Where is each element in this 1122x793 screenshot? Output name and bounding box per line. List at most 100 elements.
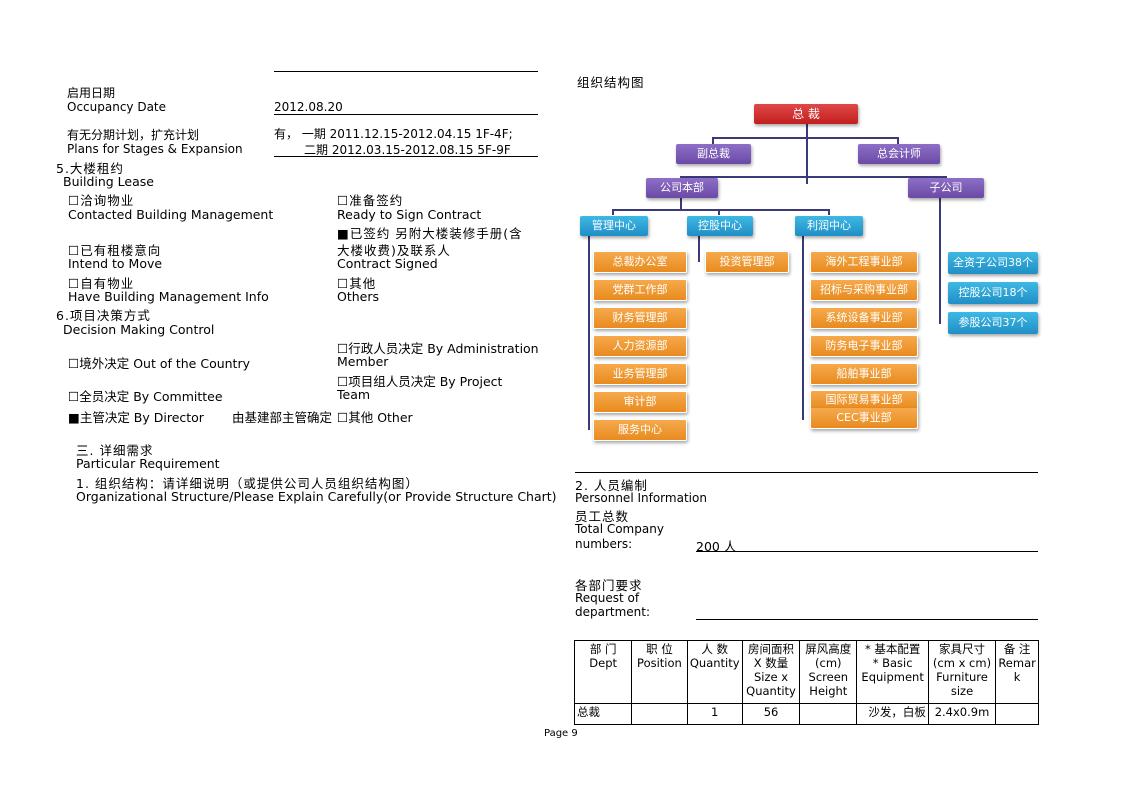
decision-option-director[interactable]: ■主管决定 By Director (68, 410, 204, 425)
occupancy-value: 2012.08.20 (274, 100, 343, 114)
dept-request-label-en1: Request of (575, 591, 640, 605)
org-unit: 财务管理部 (593, 307, 687, 329)
org-unit: 业务管理部 (593, 363, 687, 385)
org-center-holding: 控股中心 (687, 216, 753, 236)
plans-value-line2: 二期 2012.03.15-2012.08.15 5F-9F (304, 143, 511, 157)
org-chart-title: 组织结构图 (577, 75, 645, 90)
decision-option-outside[interactable]: ☐境外决定 Out of the Country (68, 356, 250, 371)
cell-quantity: 1 (686, 703, 743, 725)
plans-value-line1: 有， 一期 2011.12.15-2012.04.15 1F-4F; (274, 127, 513, 141)
org-unit: 海外工程事业部 (810, 251, 918, 273)
org-unit: 审计部 (593, 391, 687, 413)
lease-option-contacted[interactable]: ☐洽询物业 (68, 193, 135, 208)
org-ceo: 总 裁 (754, 104, 858, 124)
lease-option-intend-en: Intend to Move (68, 256, 163, 271)
personnel-heading-en: Personnel Information (575, 491, 707, 505)
personnel-heading-cn: 2. 人员编制 (575, 478, 648, 493)
lease-option-intend[interactable]: ☐已有租楼意向 (68, 243, 162, 258)
decision-heading-en: Decision Making Control (63, 322, 215, 337)
org-unit: 国际贸易事业部 (810, 390, 918, 409)
decision-option-admin[interactable]: ☐行政人员决定 By Administration (337, 341, 539, 356)
connector (698, 236, 700, 262)
lease-option-signed-cn2: 大楼收费)及联系人 (337, 243, 451, 258)
org-hq: 公司本部 (646, 178, 718, 198)
occupancy-label-cn: 启用日期 (67, 86, 116, 100)
cell-remark (995, 703, 1039, 725)
lease-option-others-en: Others (337, 289, 380, 304)
lease-option-ready-en: Ready to Sign Contract (337, 207, 482, 222)
org-cfo: 总会计师 (858, 144, 940, 164)
divider (274, 114, 538, 115)
decision-option-project[interactable]: ☐项目组人员决定 By Project (337, 374, 503, 389)
dept-request-label-cn: 各部门要求 (575, 578, 643, 593)
requirement-item-en: Organizational Structure/Please Explain … (76, 489, 557, 504)
org-unit: 投资管理部 (705, 251, 789, 273)
lease-heading-cn: 5.大楼租约 (56, 161, 124, 176)
requirement-item-cn: 1. 组织结构：请详细说明（或提供公司人员组织结构图） (76, 476, 419, 491)
occupancy-label-en: Occupancy Date (67, 100, 167, 114)
total-label-en2: numbers: (575, 537, 633, 551)
plans-label-cn: 有无分期计划，扩充计划 (67, 128, 200, 142)
connector (806, 124, 808, 184)
total-label-cn: 员工总数 (575, 509, 630, 524)
cell-screen-height (799, 703, 858, 725)
decision-option-admin-line2: Member (337, 354, 389, 369)
connector (718, 209, 720, 215)
divider (274, 156, 538, 157)
decision-heading-cn: 6.项目决策方式 (56, 308, 151, 323)
org-subsidiaries: 子公司 (908, 178, 984, 198)
org-subsidiary: 参股公司37个 (948, 312, 1038, 334)
cell-dept: 总裁 (573, 703, 633, 725)
decision-option-committee[interactable]: ☐全员决定 By Committee (68, 389, 223, 404)
total-label-en1: Total Company (575, 522, 664, 536)
connector (802, 236, 804, 420)
divider (274, 71, 538, 72)
decision-option-project-line2: Team (337, 387, 371, 402)
cell-furniture-size: 2.4x0.9m (927, 703, 997, 725)
page-number: Page 9 (544, 728, 578, 739)
requirement-heading-cn: 三. 详细需求 (76, 443, 154, 458)
org-unit: 招标与采购事业部 (810, 279, 918, 301)
total-value: 200 人 (696, 539, 737, 554)
lease-option-ready[interactable]: ☐准备签约 (337, 193, 404, 208)
connector (680, 176, 946, 178)
cell-equipment: 沙发，白板 (856, 703, 929, 725)
lease-option-own[interactable]: ☐自有物业 (68, 276, 135, 291)
org-unit: 系统设备事业部 (810, 307, 918, 329)
decision-option-other[interactable]: ☐其他 Other (337, 410, 413, 425)
connector (588, 236, 590, 430)
decision-director-note: 由基建部主管确定 (232, 410, 333, 425)
dept-request-label-en2: department: (575, 605, 651, 619)
org-unit: 防务电子事业部 (810, 335, 918, 357)
plans-label-en: Plans for Stages & Expansion (67, 142, 243, 156)
table-row: 总裁 1 56 沙发，白板 2.4x0.9m (573, 703, 1039, 725)
lease-option-signed-en: Contract Signed (337, 256, 438, 271)
org-unit: 党群工作部 (593, 279, 687, 301)
org-vp: 副总裁 (676, 144, 751, 164)
org-unit: 服务中心 (593, 419, 687, 441)
connector (897, 137, 899, 144)
org-subsidiary: 控股公司18个 (948, 282, 1038, 304)
lease-option-signed[interactable]: ■已签约 另附大楼装修手册(含 (337, 226, 523, 241)
org-center-mgmt: 管理中心 (580, 216, 648, 236)
divider (696, 551, 1038, 552)
org-unit: CEC事业部 (810, 408, 918, 429)
org-unit: 船舶事业部 (810, 363, 918, 385)
connector (612, 209, 614, 215)
connector (680, 197, 682, 210)
connector (712, 137, 714, 144)
lease-option-own-en: Have Building Management Info (68, 289, 269, 304)
cell-position (631, 703, 688, 725)
connector (712, 137, 898, 139)
org-subsidiary: 全资子公司38个 (948, 252, 1038, 274)
lease-option-others[interactable]: ☐其他 (337, 276, 377, 291)
